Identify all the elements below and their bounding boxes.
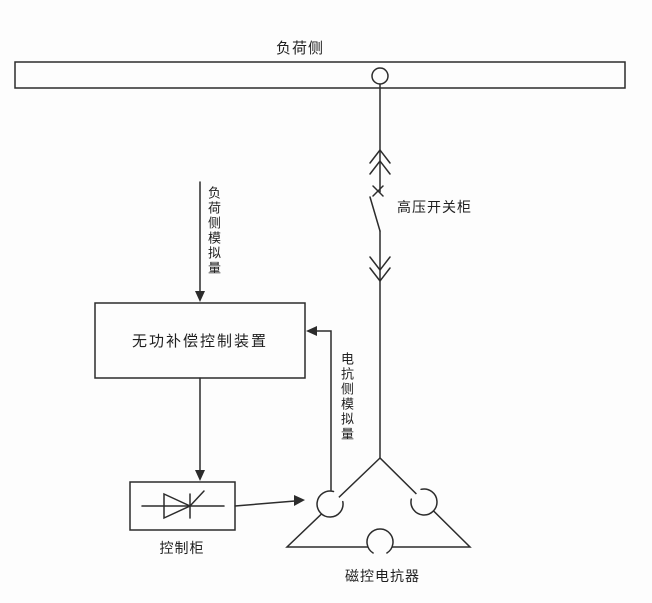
load-analog-arrow [195,181,205,302]
cabinet-label: 控制柜 [159,540,205,556]
reactor-feedback-arrow [306,326,332,491]
winding-right-icon [410,488,438,516]
reactor-analog-label: 电抗侧模拟量 [339,352,354,442]
controller-to-cabinet-arrow [195,377,205,481]
thyristor-icon [141,490,225,520]
switchgear-label: 高压开关柜 [397,199,472,215]
cabinet-to-reactor-arrow [234,495,305,507]
bus-label: 负荷侧 [275,40,324,57]
winding-left-icon [316,490,344,518]
winding-bottom-icon [366,528,394,554]
drawout-contact-top-icon [369,148,391,175]
drawout-contact-bottom-icon [369,256,391,283]
reactor-label: 磁控电抗器 [345,568,420,584]
load-analog-label: 负荷侧模拟量 [206,186,221,276]
controller-label: 无功补偿控制装置 [131,333,268,350]
disconnect-switch-icon [369,185,384,232]
bus-bar [14,61,626,89]
bus-tap-circle [371,67,389,85]
